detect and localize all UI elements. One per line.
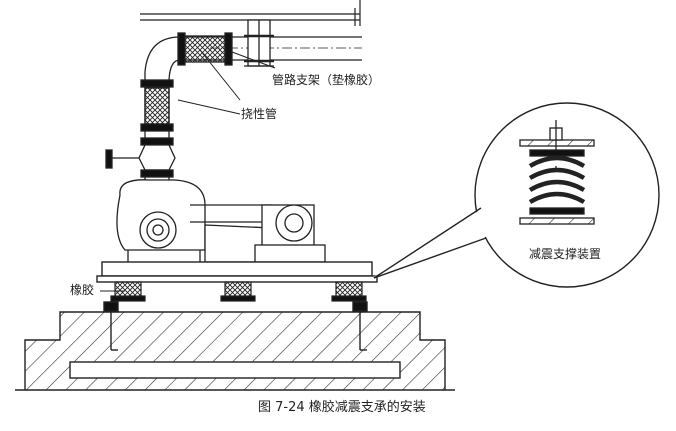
flex-pipe-horizontal [177,32,233,66]
rubber-label: 橡胶 [70,282,94,297]
anchor-bolt [103,301,119,351]
leader-lines [100,49,276,292]
motor [254,204,326,263]
damper-detail [519,120,595,225]
rubber-mount [110,281,146,302]
flex-pipe-label: 挠性管 [241,106,277,121]
pipe-support-label: 管路支架（垫橡胶） [272,72,380,87]
pump-body [116,179,273,263]
anchor-bolt [352,301,368,351]
concrete-foundation [15,311,455,391]
base-plate [96,261,378,283]
detail-callout [372,102,660,288]
anchor-bolts [103,301,368,351]
damper-device-label: 减震支撑装置 [529,246,601,261]
spring-coils [528,155,586,204]
rubber-mount [331,281,367,302]
figure-caption: 图 7-24 橡胶减震支承的安装 [258,399,426,415]
rubber-mounts [110,281,367,302]
flex-pipe-vertical [140,79,174,132]
valve [105,137,176,178]
rubber-mount [220,281,256,302]
